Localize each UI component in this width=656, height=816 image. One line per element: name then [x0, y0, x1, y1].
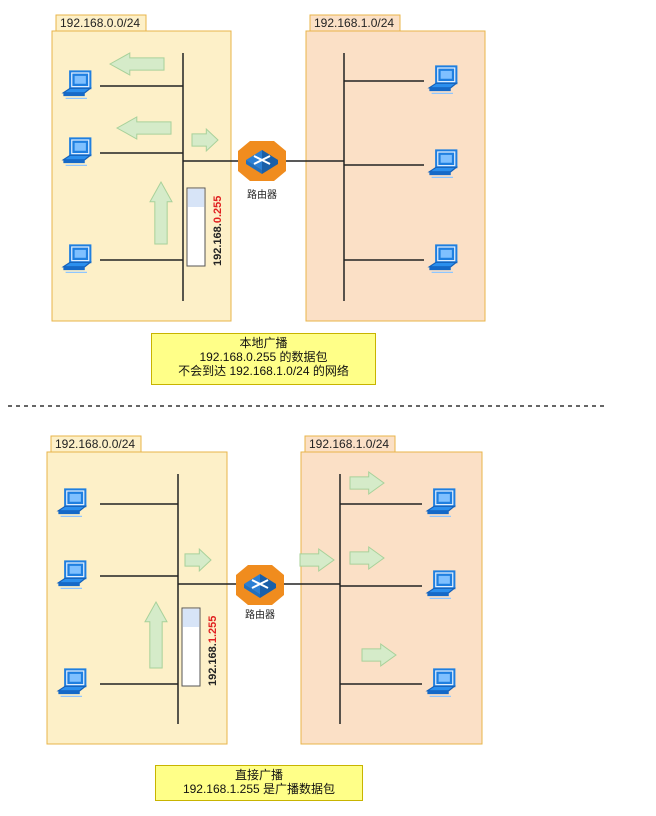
- arrow-icon: [108, 52, 165, 76]
- packet-address-host: .255: [212, 196, 224, 217]
- caption-line: 192.168.1.255 是广播数据包: [182, 782, 336, 796]
- packet-address-prefix: 192.168.: [207, 643, 219, 686]
- left-network-label: 192.168.0.0/24: [60, 16, 140, 30]
- arrow-icon: [149, 180, 173, 245]
- left-network-tab: [50, 435, 142, 453]
- right-network-tab: [304, 435, 396, 453]
- right-network-tab: [309, 14, 401, 32]
- packet-icon: [181, 607, 201, 687]
- arrow-icon: [115, 116, 172, 140]
- arrow-icon: [191, 127, 219, 153]
- local-broadcast-panel: 192.168.0.0/24 192.168.1.0/24 路由器 192.168.0…: [51, 14, 486, 322]
- packet-icon: [186, 187, 206, 267]
- left-network-tab: [55, 14, 147, 32]
- router-icon: [238, 141, 286, 181]
- packet-address: 192.168.0.255: [212, 196, 224, 266]
- arrow-icon: [349, 546, 385, 570]
- packet-header: [183, 609, 199, 627]
- right-network-label: 192.168.1.0/24: [309, 437, 389, 451]
- packet-address-host: .255: [207, 616, 219, 637]
- caption-line: 不会到达 192.168.1.0/24 的网络: [178, 364, 349, 378]
- packet-header: [188, 189, 204, 207]
- packet-address-subnet: 1: [207, 637, 219, 643]
- caption-line: 192.168.0.255 的数据包: [199, 350, 328, 364]
- left-network-label: 192.168.0.0/24: [55, 437, 135, 451]
- right-network-zone: [305, 30, 486, 322]
- router-label: 路由器: [247, 188, 277, 201]
- caption-line: 本地广播: [239, 336, 288, 350]
- packet-address-subnet: 0: [212, 217, 224, 223]
- arrow-icon: [349, 471, 385, 495]
- arrow-icon: [184, 547, 212, 573]
- direct-broadcast-caption: 直接广播 192.168.1.255 是广播数据包: [155, 765, 363, 801]
- packet-address: 192.168.1.255: [207, 616, 219, 686]
- arrow-icon: [144, 600, 168, 669]
- packet-address-prefix: 192.168.: [212, 223, 224, 266]
- router-label: 路由器: [245, 608, 275, 621]
- router-icon: [236, 565, 284, 605]
- arrow-icon: [361, 643, 397, 667]
- caption-line: 直接广播: [234, 768, 283, 782]
- right-network-label: 192.168.1.0/24: [314, 16, 394, 30]
- local-broadcast-caption: 本地广播 192.168.0.255 的数据包 不会到达 192.168.1.0…: [151, 333, 376, 385]
- direct-broadcast-panel: 192.168.0.0/24 192.168.1.0/24 路由器 192.168.1…: [46, 435, 483, 745]
- arrow-icon: [299, 548, 335, 572]
